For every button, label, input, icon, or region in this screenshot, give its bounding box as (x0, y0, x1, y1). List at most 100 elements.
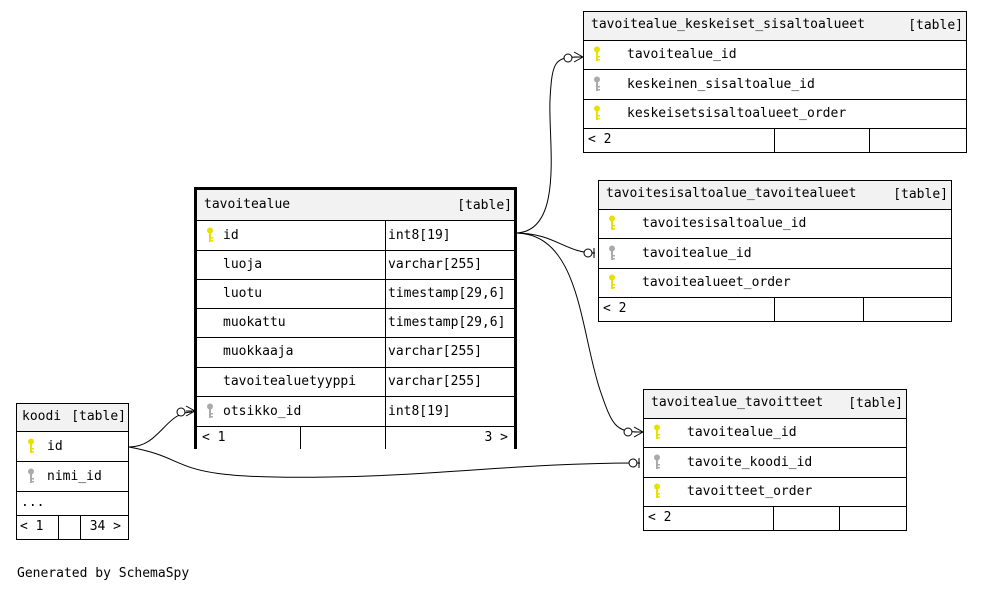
column-row: tavoitealuetyyppi varchar[255] (197, 368, 514, 397)
relation-koodi-tavoitteet (128, 446, 641, 478)
column-type: int8[19] (388, 404, 451, 419)
column-type: varchar[255] (388, 344, 482, 359)
table-header: tavoitealue_tavoitteet [table] (644, 390, 906, 419)
table-type: [table] (457, 198, 512, 213)
column-name: otsikko_id (223, 404, 302, 419)
table-name: tavoitealue_tavoitteet (651, 395, 824, 410)
column-row: id int8[19] (197, 221, 514, 251)
table-type: [table] (893, 187, 948, 202)
column-name: nimi_id (47, 469, 102, 484)
primary-key-icon (207, 227, 213, 242)
column-row: tavoitealue_id (644, 419, 906, 448)
relation-koodi-tavoitealue (128, 411, 193, 448)
crowfoot-marker-keskeiset (563, 51, 584, 63)
table-footer: < 1 3 > (197, 427, 514, 449)
column-type: varchar[255] (388, 374, 482, 389)
primary-key-icon (654, 424, 660, 439)
foreign-key-icon (207, 403, 213, 418)
children-count[interactable]: 34 > (89, 519, 121, 534)
table-type: [table] (71, 409, 126, 424)
column-row: luotu timestamp[29,6] (197, 280, 514, 309)
table-footer: < 1 34 > (17, 516, 128, 539)
parents-count[interactable]: < 2 (588, 132, 612, 147)
column-name: muokattu (223, 315, 286, 330)
column-row: muokkaaja varchar[255] (197, 338, 514, 368)
table-footer: < 2 (584, 129, 966, 152)
parents-count[interactable]: < 2 (648, 510, 672, 525)
relation-tavoitealue-keskeiset (514, 56, 581, 234)
crowfoot-marker-tavoitealue (176, 405, 196, 417)
table-footer: < 2 (599, 298, 951, 321)
column-row: muokattu timestamp[29,6] (197, 309, 514, 338)
column-row: tavoitealueet_order (599, 269, 951, 298)
column-name: keskeisetsisaltoalueet_order (627, 106, 847, 121)
table-header: tavoitealue_keskeiset_sisaltoalueet [tab… (584, 12, 966, 41)
column-row: keskeinen_sisaltoalue_id (584, 70, 966, 100)
table-koodi[interactable]: koodi [table] id nimi_id ... < 1 34 > (16, 403, 129, 540)
relation-tavoitealue-tavoitteet (514, 232, 641, 433)
column-name: tavoitteet_order (687, 484, 813, 499)
column-name: tavoitealue_id (642, 246, 752, 261)
primary-key-icon (609, 215, 615, 230)
column-type: varchar[255] (388, 257, 482, 272)
foreign-key-icon (594, 76, 600, 91)
more-columns: ... (17, 492, 128, 516)
one-marker-tavoitesisalto (583, 248, 595, 258)
table-type: [table] (908, 18, 963, 33)
children-count[interactable]: 3 > (484, 430, 508, 445)
column-row: otsikko_id int8[19] (197, 397, 514, 427)
column-name: keskeinen_sisaltoalue_id (627, 77, 815, 92)
table-tavoitesisaltoalue-tavoitealueet[interactable]: tavoitesisaltoalue_tavoitealueet [table]… (598, 180, 952, 322)
foreign-key-icon (28, 468, 34, 483)
column-row: keskeisetsisaltoalueet_order (584, 100, 966, 129)
table-name: tavoitealue_keskeiset_sisaltoalueet (591, 17, 865, 32)
column-row: tavoitealue_id (599, 239, 951, 269)
column-row: tavoitealue_id (584, 41, 966, 70)
primary-key-icon (594, 105, 600, 120)
primary-key-icon (654, 483, 660, 498)
table-name: tavoitealue (204, 197, 291, 212)
table-header: koodi [table] (17, 404, 128, 432)
one-marker-tavoitteet-koodi (628, 458, 640, 468)
parents-count[interactable]: < 1 (202, 430, 226, 445)
table-tavoitealue-keskeiset-sisaltoalueet[interactable]: tavoitealue_keskeiset_sisaltoalueet [tab… (583, 11, 967, 153)
column-name: id (47, 439, 63, 454)
table-header: tavoitealue [table] (197, 190, 514, 221)
parents-count[interactable]: < 1 (20, 519, 44, 534)
column-type: int8[19] (388, 228, 451, 243)
column-type: timestamp[29,6] (388, 315, 506, 330)
column-type: timestamp[29,6] (388, 286, 506, 301)
primary-key-icon (594, 46, 600, 61)
column-row: tavoitteet_order (644, 478, 906, 507)
column-name: tavoite_koodi_id (687, 455, 813, 470)
generated-by-label: Generated by SchemaSpy (17, 566, 190, 581)
foreign-key-icon (654, 454, 660, 469)
table-footer: < 2 (644, 507, 906, 530)
column-name: muokkaaja (223, 344, 294, 359)
foreign-key-icon (609, 245, 615, 260)
column-name: tavoitealue_id (627, 47, 737, 62)
column-name: id (223, 228, 239, 243)
column-name: tavoitesisaltoalue_id (642, 216, 807, 231)
table-tavoitealue-tavoitteet[interactable]: tavoitealue_tavoitteet [table] tavoiteal… (643, 389, 907, 531)
table-type: [table] (848, 396, 903, 411)
relation-tavoitealue-tavoitesisalto (514, 232, 596, 254)
column-row: id (17, 432, 128, 462)
column-name: tavoitealueet_order (642, 275, 791, 290)
column-row: tavoitesisaltoalue_id (599, 210, 951, 239)
parents-count[interactable]: < 2 (603, 301, 627, 316)
table-name: tavoitesisaltoalue_tavoitealueet (606, 186, 857, 201)
crowfoot-marker-tavoitteet (623, 426, 644, 438)
primary-key-icon (609, 274, 615, 289)
column-name: tavoitealue_id (687, 425, 797, 440)
column-name: tavoitealuetyyppi (223, 374, 357, 389)
ellipsis: ... (21, 495, 45, 510)
table-name: koodi (22, 409, 62, 424)
column-row: nimi_id (17, 462, 128, 492)
column-row: tavoite_koodi_id (644, 448, 906, 478)
column-name: luotu (223, 286, 263, 301)
primary-key-icon (28, 438, 34, 453)
column-row: luoja varchar[255] (197, 251, 514, 280)
table-tavoitealue[interactable]: tavoitealue [table] id int8[19] luoja va… (194, 187, 517, 449)
